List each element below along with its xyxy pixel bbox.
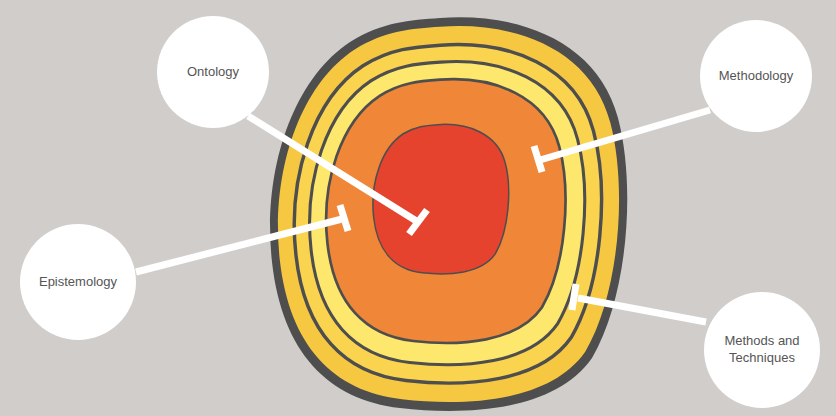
leader-bar [534,146,542,172]
outer-layer [270,17,627,411]
yellow-layer [294,45,601,384]
leader-bar [340,205,348,231]
leader-line [248,116,418,222]
label-circle: Ontology [157,16,269,128]
leader-line [540,110,710,160]
leader-line [136,218,346,272]
light-yellow-layer [310,62,585,365]
leader-lines [136,110,710,322]
label-circle: Epistemology [20,224,136,340]
circle-label: Methods and Techniques [720,333,804,367]
leader-bar [572,284,576,310]
circle-label: Epistemology [39,274,117,291]
leader-line [578,298,706,322]
circle-label: Ontology [187,64,239,81]
leader-bar [409,210,427,234]
circle-label: Methodology [719,68,793,85]
orange-layer [326,79,565,343]
label-circle: Methodology [700,20,812,132]
yellow-layer [278,26,619,402]
red-core [373,124,509,274]
label-circle: Methods and Techniques [704,292,820,408]
onion-layers [270,17,627,411]
